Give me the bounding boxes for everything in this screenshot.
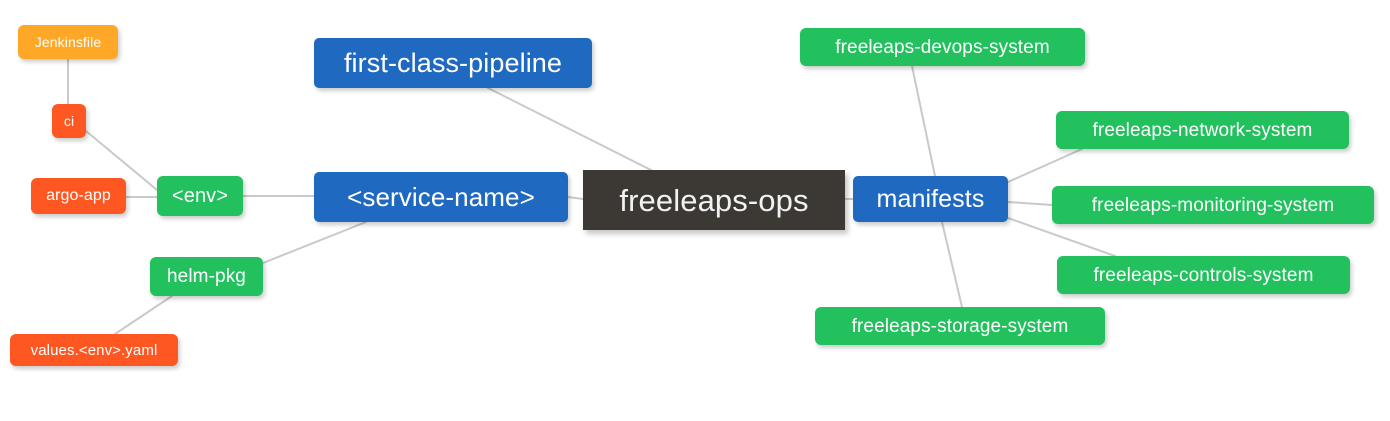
edge-first-class-pipeline-ops bbox=[487, 87, 652, 171]
node-label-freeleaps-controls-system: freeleaps-controls-system bbox=[1093, 264, 1314, 286]
edge-manifests-devops bbox=[911, 65, 936, 177]
node-label-freeleaps-network-system: freeleaps-network-system bbox=[1092, 119, 1313, 141]
node-ci[interactable]: ci bbox=[52, 104, 86, 138]
node-freeleaps-ops[interactable]: freeleaps-ops bbox=[583, 170, 845, 230]
node-values-yaml[interactable]: values.<env>.yaml bbox=[10, 334, 178, 366]
node-helm-pkg[interactable]: helm-pkg bbox=[150, 257, 263, 296]
edge-values-helm-pkg bbox=[114, 295, 173, 335]
node-label-freeleaps-storage-system: freeleaps-storage-system bbox=[851, 315, 1069, 337]
node-jenkinsfile[interactable]: Jenkinsfile bbox=[18, 25, 118, 59]
node-label-argo-app: argo-app bbox=[46, 187, 111, 204]
node-manifests[interactable]: manifests bbox=[853, 176, 1008, 222]
node-env[interactable]: <env> bbox=[157, 176, 243, 216]
node-label-jenkinsfile: Jenkinsfile bbox=[34, 34, 102, 50]
edge-manifests-network bbox=[1007, 148, 1083, 183]
node-label-freeleaps-devops-system: freeleaps-devops-system bbox=[835, 36, 1050, 58]
node-freeleaps-storage-system[interactable]: freeleaps-storage-system bbox=[815, 307, 1105, 345]
node-freeleaps-controls-system[interactable]: freeleaps-controls-system bbox=[1057, 256, 1350, 294]
node-label-service-name: <service-name> bbox=[347, 182, 535, 212]
node-label-first-class-pipeline: first-class-pipeline bbox=[343, 47, 563, 78]
node-freeleaps-network-system[interactable]: freeleaps-network-system bbox=[1056, 111, 1349, 149]
edge-service-name-ops bbox=[567, 196, 584, 200]
node-freeleaps-monitoring-system[interactable]: freeleaps-monitoring-system bbox=[1052, 186, 1374, 224]
node-label-manifests: manifests bbox=[876, 184, 985, 213]
edge-manifests-monitoring bbox=[1007, 201, 1053, 206]
edge-helm-pkg-service-name bbox=[262, 221, 367, 264]
node-first-class-pipeline[interactable]: first-class-pipeline bbox=[314, 38, 592, 88]
node-label-ci: ci bbox=[63, 113, 75, 129]
node-label-env: <env> bbox=[171, 185, 229, 207]
node-freeleaps-devops-system[interactable]: freeleaps-devops-system bbox=[800, 28, 1085, 66]
node-service-name[interactable]: <service-name> bbox=[314, 172, 568, 222]
node-argo-app[interactable]: argo-app bbox=[31, 178, 126, 214]
node-label-values-yaml: values.<env>.yaml bbox=[30, 341, 158, 359]
edge-manifests-storage bbox=[941, 221, 963, 308]
node-label-helm-pkg: helm-pkg bbox=[167, 266, 246, 287]
node-label-freeleaps-monitoring-system: freeleaps-monitoring-system bbox=[1091, 194, 1335, 216]
node-label-freeleaps-ops: freeleaps-ops bbox=[619, 182, 809, 218]
